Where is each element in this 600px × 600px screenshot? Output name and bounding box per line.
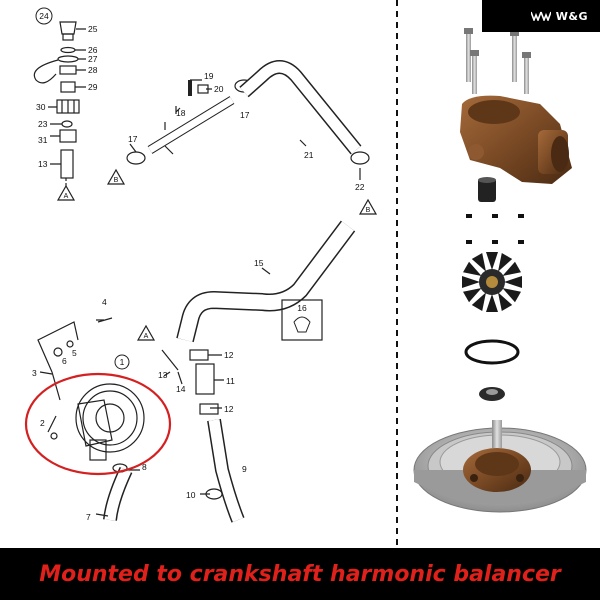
brand-logo: W&G — [482, 0, 600, 32]
hose-15 — [176, 220, 356, 343]
ref-triangle-b1 — [106, 168, 126, 185]
brand-mark-icon — [530, 11, 551, 21]
cap-base — [62, 33, 74, 41]
ref-triangle-b2 — [358, 198, 378, 215]
label-3: 3 — [32, 368, 37, 378]
label-14: 14 — [176, 384, 186, 394]
sleeve-12-bottom — [199, 403, 219, 415]
clamp-31 — [59, 129, 77, 143]
cord-loop — [33, 59, 59, 84]
label-17-left: 17 — [128, 134, 138, 144]
brand-name: W&G — [555, 9, 588, 23]
label-4: 4 — [102, 297, 107, 307]
label-8: 8 — [142, 462, 147, 472]
parts-diagram: 24 1 16 A B B A 25 26 27 28 29 30 23 31 … — [24, 7, 378, 523]
label-20: 20 — [214, 84, 224, 94]
label-13-bottom: 13 — [158, 370, 168, 380]
sleeve-12-top — [189, 349, 209, 361]
hose-13-top — [60, 149, 74, 179]
product-exploded-view — [413, 28, 587, 513]
label-6: 6 — [62, 356, 67, 366]
shaft-seal — [479, 387, 505, 401]
pump-body — [77, 399, 113, 447]
label-25: 25 — [88, 24, 98, 34]
ref-b1: B — [114, 177, 119, 184]
assembly-badge-label: 1 — [120, 357, 125, 367]
inset-16 — [281, 299, 323, 341]
small-seals — [466, 214, 524, 244]
assembly-badge — [114, 354, 130, 370]
o-ring — [464, 339, 520, 365]
o-ring-27 — [57, 55, 79, 63]
label-11: 11 — [226, 376, 235, 386]
cap-part — [59, 21, 77, 35]
bracket-3 — [37, 321, 79, 373]
bolts — [464, 28, 531, 94]
label-15: 15 — [254, 258, 264, 268]
washer-5 — [66, 340, 74, 348]
clamp-22 — [350, 151, 370, 165]
bolt-2 — [50, 432, 58, 440]
label-12-bottom: 12 — [224, 404, 234, 414]
label-7: 7 — [86, 512, 91, 522]
ref-a1: A — [64, 193, 69, 200]
dashed-divider — [396, 0, 398, 548]
ring-23 — [61, 120, 73, 128]
mounted-pump — [463, 420, 531, 492]
label-17-right: 17 — [240, 110, 250, 120]
label-9: 9 — [242, 464, 247, 474]
label-18: 18 — [176, 108, 186, 118]
tee-11 — [195, 363, 215, 395]
pump-housing — [460, 95, 572, 184]
pulley — [75, 383, 145, 453]
label-10: 10 — [186, 490, 196, 500]
label-23: 23 — [38, 119, 48, 129]
ref-a2: A — [144, 333, 149, 340]
label-28: 28 — [88, 65, 98, 75]
label-12-top: 12 — [224, 350, 234, 360]
label-29: 29 — [88, 82, 98, 92]
coupling — [478, 177, 496, 202]
highlight-circle — [24, 372, 172, 476]
stud-4 — [97, 317, 113, 323]
ref-b2: B — [366, 207, 371, 214]
label-30: 30 — [36, 102, 46, 112]
small-tube-13 — [161, 349, 179, 371]
caption-text: Mounted to crankshaft harmonic balancer — [39, 561, 561, 587]
label-2: 2 — [40, 418, 45, 428]
group-badge-label: 24 — [39, 11, 49, 21]
washer-28 — [59, 65, 77, 75]
label-21: 21 — [304, 150, 314, 160]
impeller — [462, 252, 522, 312]
label-5: 5 — [72, 348, 77, 358]
ref-triangle-a1 — [56, 184, 76, 201]
label-26: 26 — [88, 45, 98, 55]
label-22: 22 — [355, 182, 365, 192]
group-badge — [35, 7, 53, 25]
label-31: 31 — [38, 135, 48, 145]
label-13-top: 13 — [38, 159, 48, 169]
fitting-29 — [60, 81, 76, 93]
o-ring-26 — [60, 46, 76, 54]
nut-6 — [53, 347, 63, 357]
label-19: 19 — [204, 71, 214, 81]
clamp-17-left — [126, 151, 146, 165]
label-27: 27 — [88, 54, 98, 64]
inset-label: 16 — [297, 303, 307, 313]
caption-banner: Mounted to crankshaft harmonic balancer — [0, 548, 600, 600]
ref-triangle-a2 — [136, 324, 156, 341]
